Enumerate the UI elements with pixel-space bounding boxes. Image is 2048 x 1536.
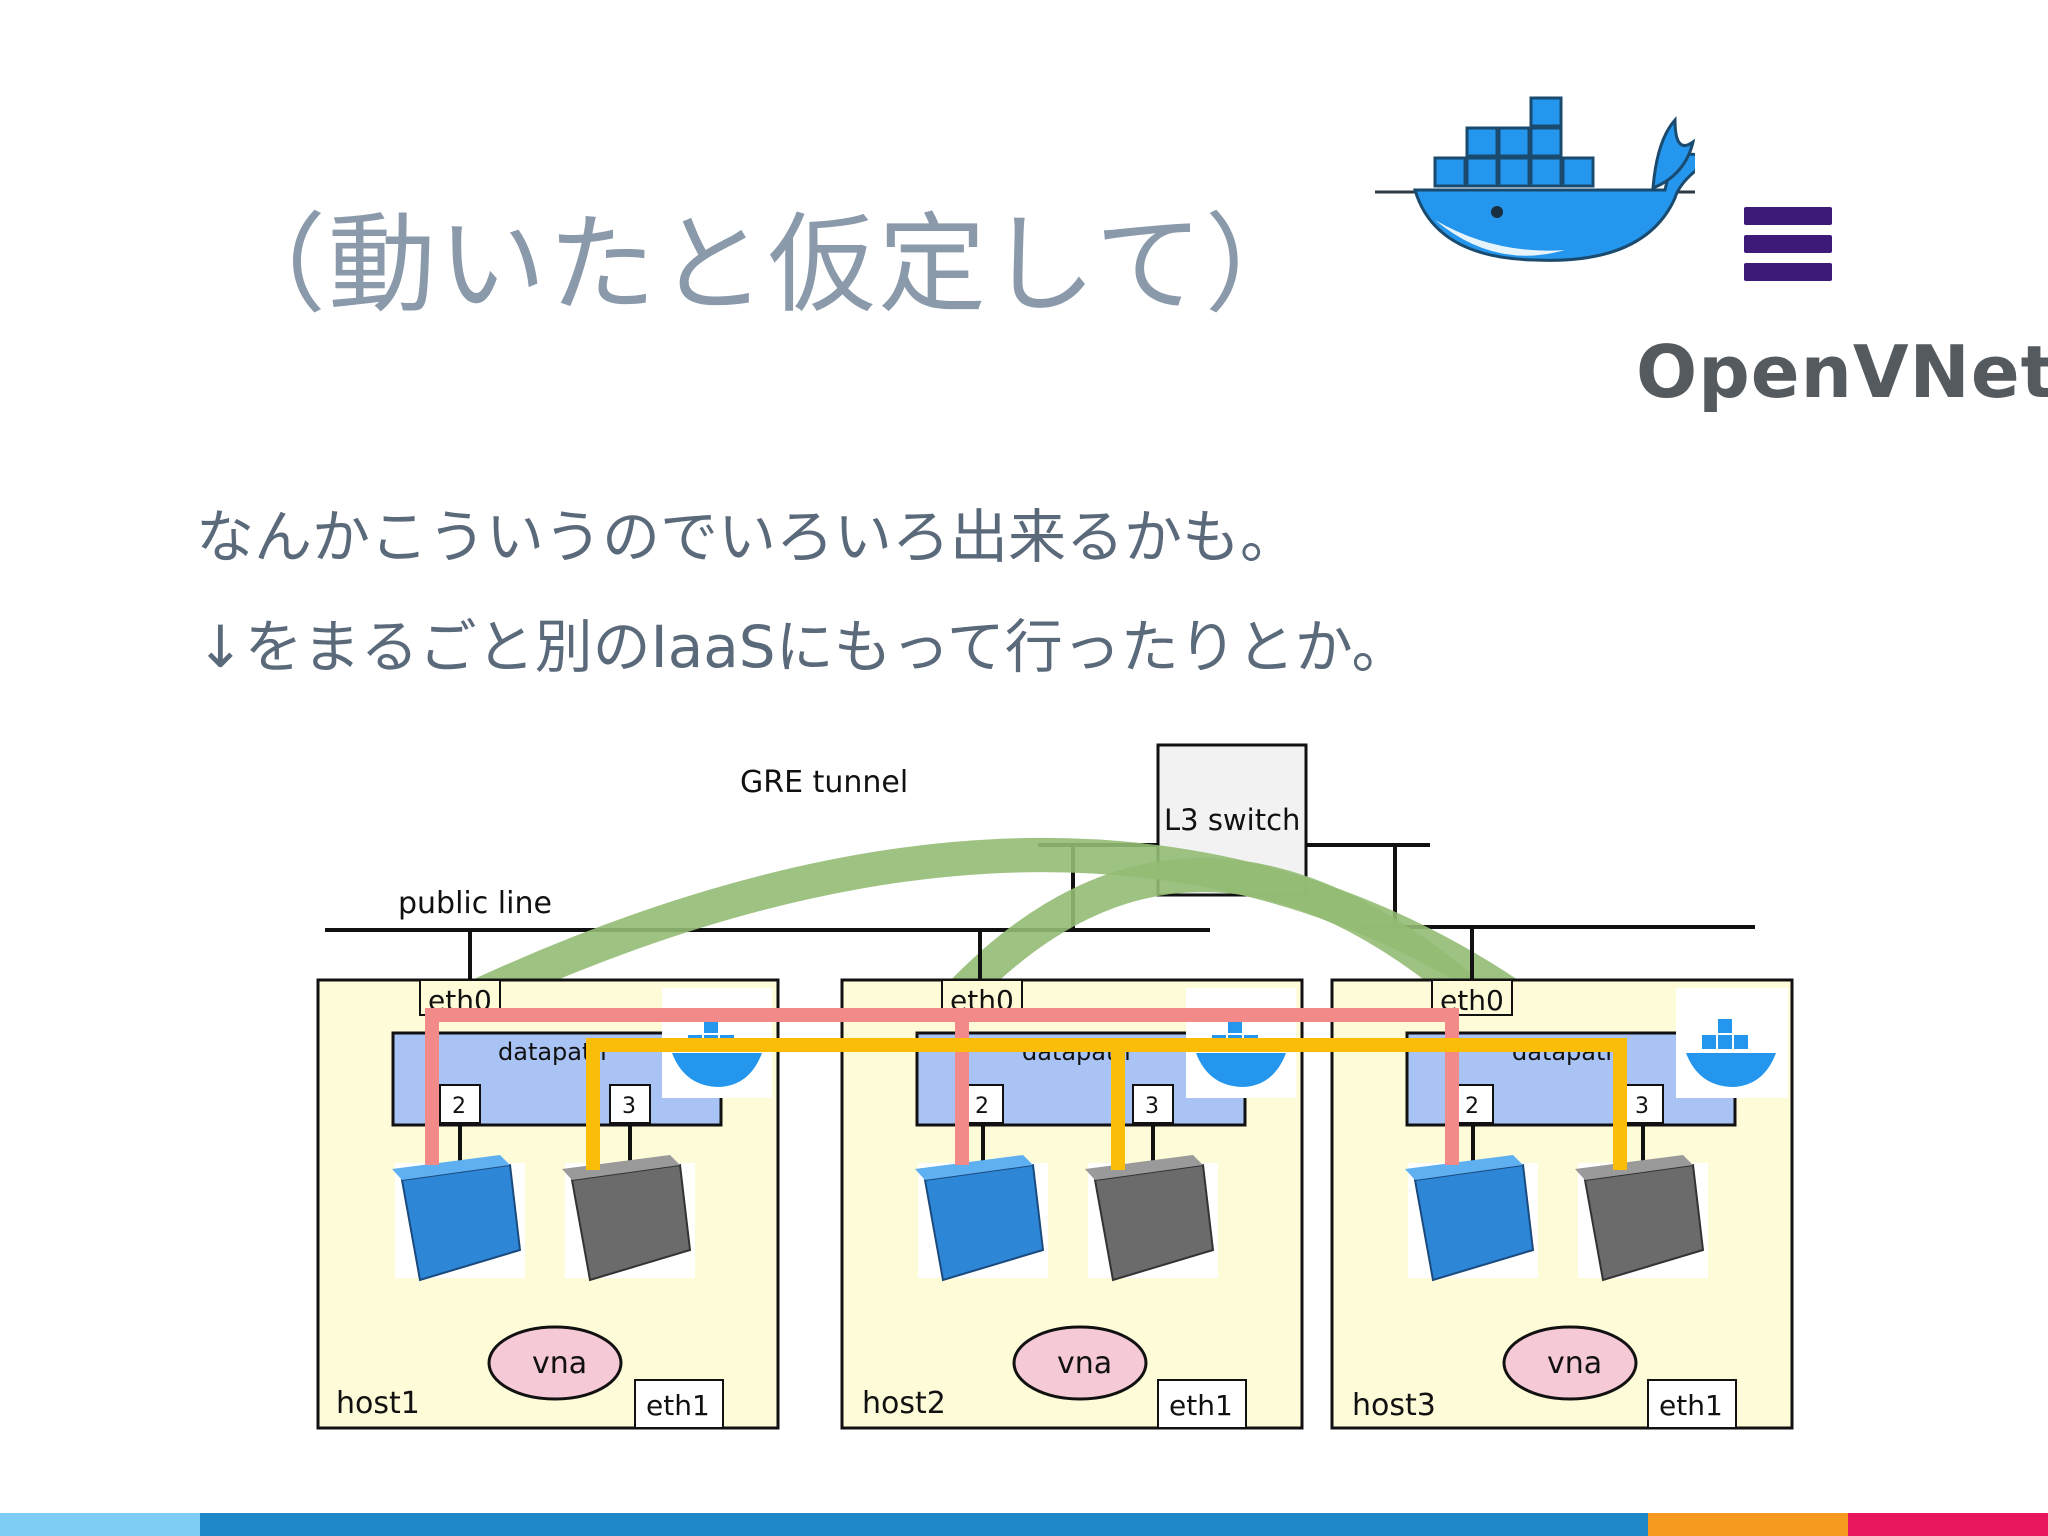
svg-text:vna: vna [1547, 1346, 1602, 1381]
host3-label: host3 [1352, 1388, 1436, 1423]
host3-container-blue [1405, 1155, 1538, 1282]
host1-label: host1 [336, 1386, 420, 1421]
footer-color-bar [0, 1513, 2048, 1536]
host2-vna [1012, 1325, 1148, 1401]
l3-switch-label: L3 switch [1164, 803, 1300, 837]
network-diagram: public line L3 switch GRE tunnel eth0 da… [316, 743, 1794, 1430]
gre-tunnel-host2-host3 [947, 858, 1482, 1008]
slide-title: （動いたと仮定して） [218, 203, 1315, 328]
body-line-2: ↓をまるごと別のIaaSにもって行ったりとか。 [196, 613, 1410, 681]
host2-container-blue [915, 1155, 1048, 1282]
host3-vna [1502, 1325, 1638, 1401]
openvnet-logo-text: OpenVNet [1636, 330, 2048, 414]
public-line-label: public line [398, 886, 552, 921]
host2-box: eth0 datapath 2 3 vna eth1 [840, 930, 1304, 1430]
virtual-network-yellow [586, 1038, 1627, 1170]
host3-port-3: 3 [1635, 1094, 1649, 1119]
host3-docker-icon [1676, 988, 1788, 1098]
host1-port-3: 3 [622, 1094, 636, 1119]
host1-port-2: 2 [452, 1094, 466, 1119]
host1-vna [487, 1325, 623, 1401]
host2-container-gray [1085, 1155, 1218, 1282]
svg-text:vna: vna [1057, 1346, 1112, 1381]
host2-port-2: 2 [975, 1094, 989, 1119]
host3-container-gray [1575, 1155, 1708, 1282]
body-line-1: なんかこういうのでいろいろ出来るかも。 [196, 503, 1299, 571]
host2-label: host2 [862, 1386, 946, 1421]
host2-eth1: eth1 [1169, 1389, 1233, 1422]
host1-box: eth0 datapath 2 3 vna [316, 930, 780, 1430]
host3-port-2: 2 [1465, 1094, 1479, 1119]
docker-whale-icon [1375, 96, 1695, 262]
host1-container-gray [562, 1155, 695, 1282]
host1-container-blue [392, 1155, 525, 1282]
host3-box: eth0 datapath 2 3 vna eth1 [1330, 927, 1794, 1430]
host2-port-3: 3 [1145, 1094, 1159, 1119]
gre-tunnel-label: GRE tunnel [740, 765, 908, 800]
openvnet-stack-icon [1744, 207, 1832, 281]
svg-text:vna: vna [532, 1346, 587, 1381]
host1-eth1: eth1 [646, 1389, 710, 1422]
host3-eth1: eth1 [1659, 1389, 1723, 1422]
